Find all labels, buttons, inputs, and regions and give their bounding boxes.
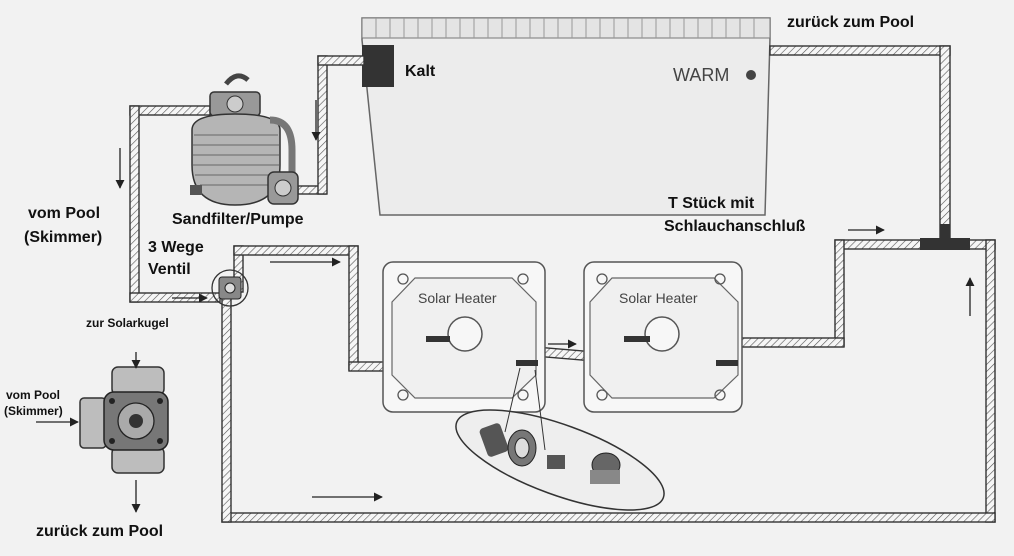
label-zur-solarkugel: zur Solarkugel: [86, 316, 169, 330]
pipe-kalt-inlet: [317, 55, 365, 66]
solar-heater-1-title: Solar Heater: [418, 290, 497, 306]
flow-arrows: [36, 100, 975, 513]
t-piece-bar: [920, 238, 970, 250]
pipe-bottom-loop: [221, 512, 996, 523]
pipe-t-connector: [834, 239, 996, 250]
label-skimmer: (Skimmer): [24, 229, 103, 246]
label-warm: WARM: [673, 65, 730, 85]
pipe-left-down: [221, 289, 232, 523]
solar-heater-2-title: Solar Heater: [619, 290, 698, 306]
t-piece: [940, 224, 950, 242]
three-way-valve: [211, 269, 249, 307]
label-t-stueck-2: Schlauchanschluß: [664, 218, 806, 235]
pipe-return-riser: [939, 45, 951, 249]
pipe-right-riser: [985, 239, 996, 523]
warm-outlet-dot: [746, 70, 756, 80]
kalt-inlet-block: [362, 45, 394, 87]
pipe-heater-feed-down: [348, 245, 359, 371]
label-return-top: zurück zum Pool: [787, 14, 915, 31]
pipe-heater-feed: [233, 245, 359, 256]
label-3-wege: 3 Wege: [148, 239, 204, 256]
solar-heater-1: [382, 261, 546, 413]
label-ventil: Ventil: [148, 261, 191, 278]
fitting-detail: [455, 367, 665, 511]
label-vom-pool: vom Pool: [28, 205, 101, 222]
label-small-vom-pool: vom Pool: [6, 388, 61, 402]
pipe-warm-return: [769, 45, 951, 56]
label-kalt: Kalt: [405, 63, 436, 80]
valve-detail: [79, 366, 169, 474]
pipe-t-down: [834, 239, 845, 347]
label-t-stueck-1: T Stück mit: [668, 195, 755, 212]
pipe-suction-top: [129, 105, 211, 116]
pipe-kalt-riser: [317, 55, 328, 195]
label-sandfilter: Sandfilter/Pumpe: [172, 211, 304, 228]
pool-tank: [361, 17, 771, 216]
pipe-suction-left: [129, 105, 140, 303]
sandfilter-pump: [190, 73, 299, 206]
solar-heater-2: [583, 261, 743, 413]
label-small-skimmer: (Skimmer): [4, 404, 63, 418]
label-return-bottom: zurück zum Pool: [36, 523, 164, 540]
